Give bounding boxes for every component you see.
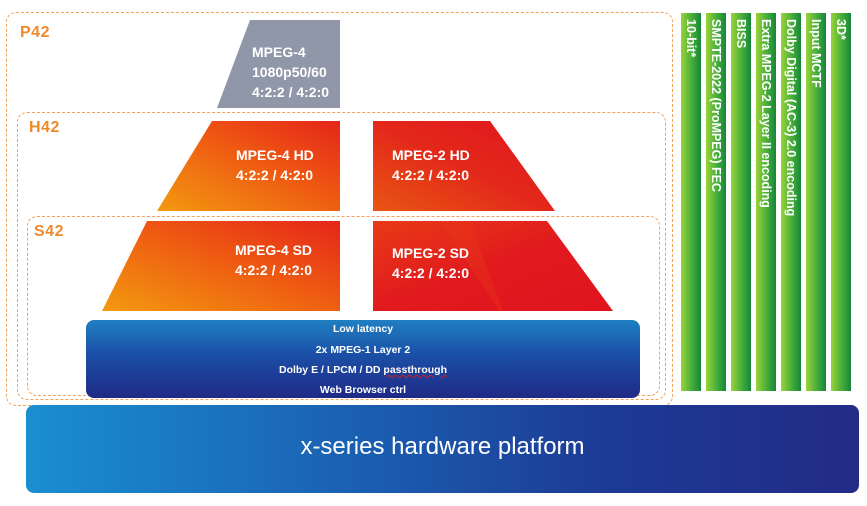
option-fec-label: SMPTE-2022 (ProMPEG) FEC: [709, 19, 723, 192]
mpeg2-sd-text: MPEG-2 SD 4:2:2 / 4:2:0: [392, 245, 470, 281]
option-bar-10bit: 10-bit*: [681, 13, 701, 391]
mpeg2-sd-shape: [373, 221, 613, 311]
feature-low-latency: Low latency: [332, 323, 394, 335]
mpeg4-hd-text: MPEG-4 HD 4:2:2 / 4:2:0: [236, 147, 314, 183]
mpeg4-1080p-text: MPEG-4 1080p50/60 4:2:2 / 4:2:0: [252, 44, 330, 100]
option-mpeg2-layer2-label: Extra MPEG-2 Layer II encoding: [759, 19, 773, 208]
feature-dolby-passthrough: Dolby E / LPCM / DD passthrough: [86, 364, 640, 376]
mpeg4-1080p-shape: [217, 20, 340, 108]
tier-s42-label: S42: [34, 223, 64, 240]
option-mctf-label: Input MCTF: [809, 19, 823, 88]
hardware-platform-label: x-series hardware platform: [300, 433, 585, 460]
feature-dolby-suffix: passthrough: [383, 364, 447, 376]
option-3d-label: 3D*: [834, 19, 848, 40]
option-dolby-digital-label: Dolby Digital (AC-3) 2.0 encoding: [784, 19, 798, 217]
option-10bit-label: 10-bit*: [684, 19, 698, 58]
hardware-platform-box: x-series hardware platform: [26, 405, 859, 493]
mpeg2-sd-overlay: [440, 221, 503, 311]
mpeg4-hd-shape: [157, 121, 340, 211]
mpeg2-hd-text: MPEG-2 HD 4:2:2 / 4:2:0: [392, 147, 470, 183]
option-biss-label: BISS: [734, 19, 748, 49]
feature-web-browser: Web Browser ctrl: [319, 384, 407, 396]
feature-dolby-prefix: Dolby E / LPCM / DD: [278, 364, 384, 376]
option-bar-biss: BISS: [731, 13, 751, 391]
option-bar-3d: 3D*: [831, 13, 851, 391]
feature-mpeg1-layer2: 2x MPEG-1 Layer 2: [315, 344, 411, 356]
option-bar-fec: SMPTE-2022 (ProMPEG) FEC: [706, 13, 726, 391]
tier-h42-box: [17, 112, 666, 400]
option-bar-mctf: Input MCTF: [806, 13, 826, 391]
mpeg4-sd-shape: [102, 221, 340, 311]
common-features-box: Low latency 2x MPEG-1 Layer 2 Dolby E / …: [86, 320, 640, 398]
mpeg4-sd-text: MPEG-4 SD 4:2:2 / 4:2:0: [235, 242, 313, 278]
tier-h42-label: H42: [29, 119, 60, 136]
mpeg2-hd-shape: [373, 121, 555, 211]
option-bar-mpeg2-layer2: Extra MPEG-2 Layer II encoding: [756, 13, 776, 391]
option-bar-dolby-digital: Dolby Digital (AC-3) 2.0 encoding: [781, 13, 801, 391]
tier-p42-label: P42: [20, 24, 50, 41]
